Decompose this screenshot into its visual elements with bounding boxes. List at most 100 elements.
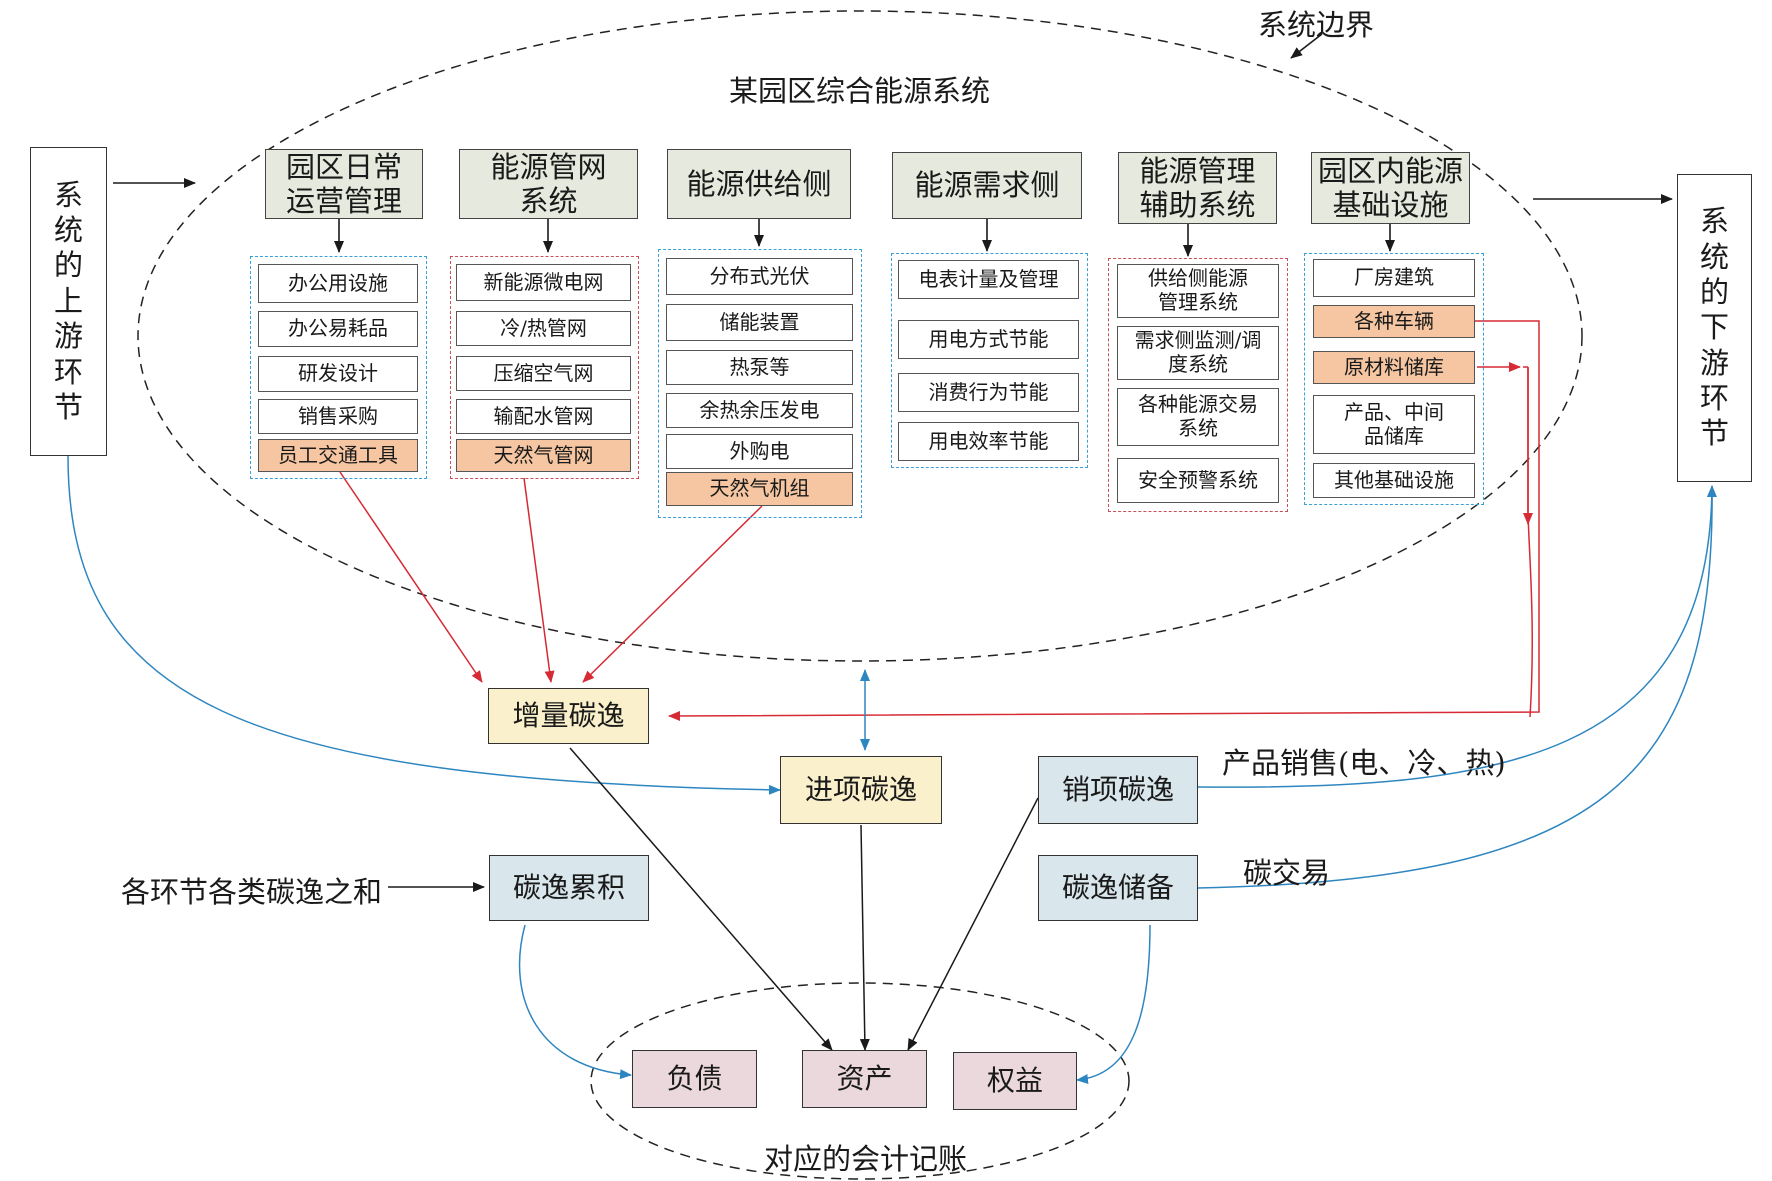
item-water-network[interactable]: 输配水管网 [456, 399, 631, 434]
asset-label: 资产 [836, 1062, 893, 1096]
blue-accumulation-to-liability [518, 924, 632, 1080]
item-gas-network[interactable]: 天然气管网 [456, 439, 631, 472]
item-plant-buildings[interactable]: 厂房建筑 [1313, 259, 1475, 297]
text-line: 能源管网 [490, 149, 607, 184]
item-supply-mgmt[interactable]: 供给侧能源管理系统 [1117, 264, 1279, 318]
item-office-facilities-text: 办公用设施 [288, 270, 388, 296]
text-line: 电表计量及管理 [918, 266, 1059, 291]
text-line: 办公用设施 [288, 270, 388, 295]
red-flow-gas-unit [582, 505, 763, 683]
item-behavior-saving[interactable]: 消费行为节能 [898, 373, 1079, 412]
black-output-to-asset [907, 797, 1039, 1051]
text-line: 系统 [519, 184, 578, 218]
red-flow-gas-network [523, 477, 555, 683]
item-group-5 [1108, 258, 1288, 512]
item-group-3 [658, 249, 862, 518]
blue-upstream-to-input [67, 455, 781, 795]
item-gas-unit-text: 天然气机组 [710, 477, 810, 501]
item-sales-procurement[interactable]: 销售采购 [258, 399, 418, 434]
output-carbon-label: 销项碳逸 [1061, 773, 1174, 807]
text-char: 统 [1699, 239, 1729, 274]
text-line: 余热余压发电 [699, 397, 820, 422]
item-vehicles[interactable]: 各种车辆 [1313, 305, 1475, 338]
carbon-accumulation-label: 碳逸累积 [512, 871, 625, 905]
item-other-infrastructure[interactable]: 其他基础设施 [1313, 463, 1475, 498]
system-boundary [137, 10, 1583, 662]
text-line: 园区内能源 [1317, 153, 1463, 188]
blue-reserve-to-equity [1076, 924, 1151, 1084]
input-carbon-box[interactable]: 进项碳逸 [780, 756, 942, 824]
item-microgrid[interactable]: 新能源微电网 [456, 264, 631, 301]
downstream-label: 系统的下游环节 [1700, 204, 1729, 452]
item-plant-buildings-text: 厂房建筑 [1354, 266, 1434, 290]
accounting-boundary [590, 982, 1130, 1180]
item-trading-system[interactable]: 各种能源交易系统 [1117, 388, 1279, 446]
text-line: 度系统 [1168, 352, 1228, 376]
item-office-consumables[interactable]: 办公易耗品 [258, 311, 418, 347]
item-office-facilities[interactable]: 办公用设施 [258, 264, 418, 303]
item-pv[interactable]: 分布式光伏 [666, 258, 853, 295]
liability-box[interactable]: 负债 [632, 1050, 757, 1108]
item-other-infrastructure-text: 其他基础设施 [1334, 468, 1454, 493]
item-trading-system-text: 各种能源交易系统 [1138, 393, 1258, 440]
item-heat-network-text: 冷/热管网 [500, 316, 587, 341]
column-header-5[interactable]: 能源管理辅助系统 [1118, 152, 1277, 224]
text-line: 供给侧能源 [1148, 266, 1248, 291]
column-header-1-text: 园区日常运营管理 [286, 150, 402, 218]
item-microgrid-text: 新能源微电网 [483, 269, 604, 295]
column-header-2-text: 能源管网系统 [490, 150, 606, 218]
downstream-box[interactable]: 系统的下游环节 [1677, 174, 1752, 482]
column-header-6[interactable]: 园区内能源基础设施 [1311, 152, 1470, 224]
text-line: 原材料储库 [1344, 354, 1444, 379]
text-line: 压缩空气网 [493, 360, 594, 385]
text-char: 节 [53, 389, 83, 424]
text-line: 产品、中间 [1344, 399, 1444, 424]
system-boundary-label: 系统边界 [1258, 8, 1375, 42]
item-waste-heat[interactable]: 余热余压发电 [666, 393, 853, 428]
item-office-consumables-text: 办公易耗品 [288, 317, 388, 341]
item-purchased-power[interactable]: 外购电 [666, 434, 853, 469]
column-header-4[interactable]: 能源需求侧 [892, 152, 1082, 219]
item-raw-material-storage[interactable]: 原材料储库 [1313, 351, 1475, 384]
item-rd-design-text: 研发设计 [298, 362, 378, 386]
equity-box[interactable]: 权益 [953, 1052, 1077, 1110]
text-char: 系 [1699, 204, 1729, 239]
column-header-3[interactable]: 能源供给侧 [667, 149, 851, 219]
column-header-1[interactable]: 园区日常运营管理 [265, 149, 423, 219]
text-line: 系统 [1178, 416, 1218, 440]
item-water-network-text: 输配水管网 [494, 404, 594, 429]
item-group-1 [250, 256, 427, 479]
text-line: 品储库 [1364, 423, 1424, 448]
item-safety-warning-text: 安全预警系统 [1138, 468, 1258, 493]
item-efficiency-saving-text: 用电效率节能 [929, 429, 1049, 454]
item-group-6 [1304, 253, 1484, 505]
item-gas-unit[interactable]: 天然气机组 [666, 472, 853, 506]
item-product-storage[interactable]: 产品、中间品储库 [1313, 395, 1475, 454]
text-char: 环 [53, 354, 83, 389]
carbon-accumulation-box[interactable]: 碳逸累积 [489, 855, 649, 921]
item-employee-transport[interactable]: 员工交通工具 [258, 439, 418, 472]
column-header-2[interactable]: 能源管网系统 [459, 149, 638, 219]
asset-box[interactable]: 资产 [802, 1050, 927, 1108]
item-storage[interactable]: 储能装置 [666, 304, 853, 341]
item-safety-warning[interactable]: 安全预警系统 [1117, 458, 1279, 503]
item-metering[interactable]: 电表计量及管理 [898, 260, 1079, 299]
item-efficiency-saving[interactable]: 用电效率节能 [898, 422, 1079, 461]
upstream-box[interactable]: 系统的上游环节 [30, 147, 107, 456]
item-heat-network[interactable]: 冷/热管网 [456, 311, 631, 346]
item-rd-design[interactable]: 研发设计 [258, 356, 418, 392]
item-heat-pump[interactable]: 热泵等 [666, 350, 853, 385]
carbon-reserve-box[interactable]: 碳逸储备 [1038, 855, 1198, 921]
text-line: 新能源微电网 [483, 269, 604, 294]
output-carbon-box[interactable]: 销项碳逸 [1038, 756, 1198, 824]
item-usage-saving[interactable]: 用电方式节能 [898, 320, 1079, 359]
text-line: 辅助系统 [1139, 188, 1256, 222]
item-demand-monitoring[interactable]: 需求侧监测/调度系统 [1117, 326, 1279, 380]
text-line: 能源需求侧 [914, 168, 1060, 203]
item-compressed-air[interactable]: 压缩空气网 [456, 356, 631, 391]
incremental-carbon-box[interactable]: 增量碳逸 [488, 688, 649, 744]
text-char: 的 [53, 248, 83, 283]
equity-label: 权益 [986, 1064, 1043, 1098]
